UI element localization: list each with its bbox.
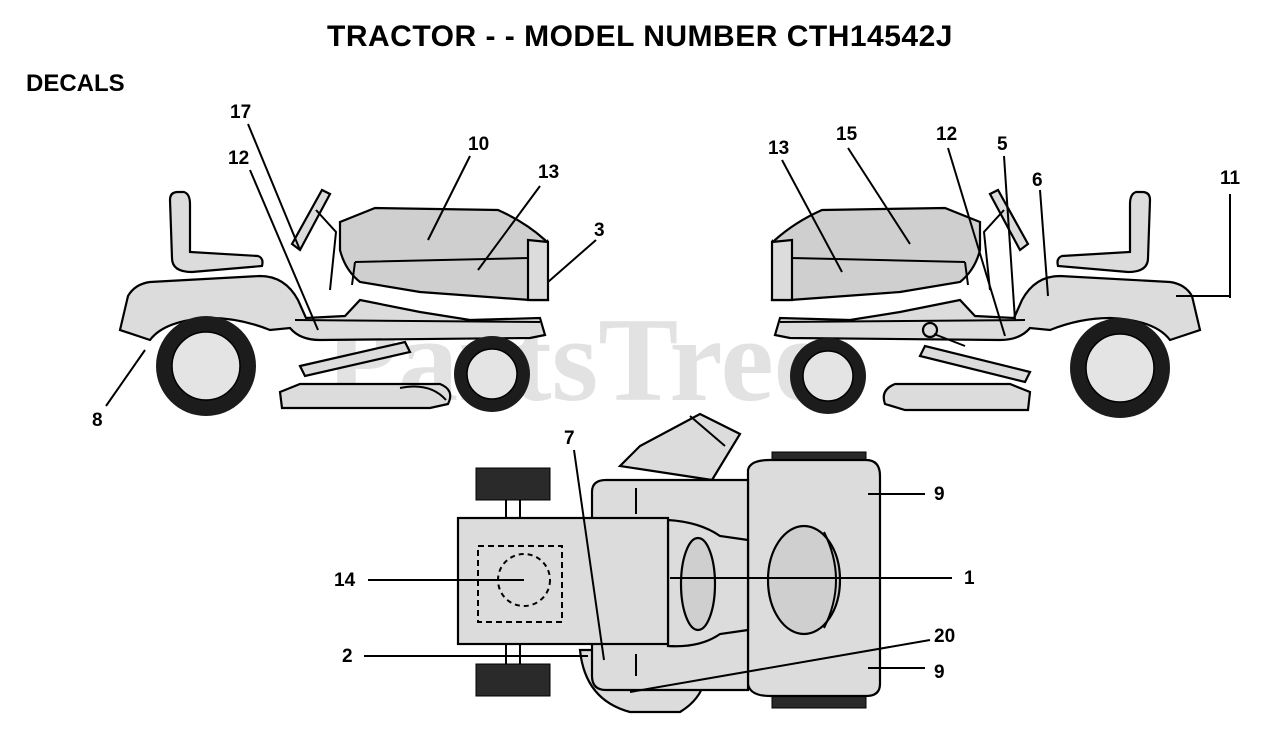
callout-11: 11 (1220, 168, 1241, 189)
callout-2: 2 (342, 646, 353, 667)
top-right-front-tire (771, 695, 867, 709)
left-side-tractor (118, 188, 550, 416)
callout-7: 7 (564, 428, 575, 449)
callout-14: 14 (334, 570, 356, 591)
right-seat (1056, 190, 1152, 274)
callout-12-right: 12 (936, 124, 957, 145)
callout-10: 10 (468, 134, 489, 155)
right-side-tractor (770, 188, 1202, 418)
top-view-tractor (456, 412, 882, 714)
callout-13-right: 13 (768, 138, 789, 159)
callout-8: 8 (92, 410, 103, 431)
callout-9-bottom: 9 (934, 662, 945, 683)
section-label: DECALS (26, 70, 125, 97)
top-hood-oval (766, 524, 842, 636)
callout-12: 12 (228, 148, 249, 169)
callout-9-top: 9 (934, 484, 945, 505)
right-hood (770, 206, 982, 302)
callout-3: 3 (594, 220, 605, 241)
left-seat (168, 190, 264, 274)
top-left-front-tire (475, 663, 551, 697)
callout-1: 1 (964, 568, 975, 589)
top-discharge-chute (617, 412, 742, 482)
right-rear-body (773, 274, 1202, 342)
callout-17: 17 (230, 102, 251, 123)
callout-15: 15 (836, 124, 858, 145)
callout-20: 20 (934, 626, 955, 647)
top-decal-outline (477, 545, 563, 623)
top-steering (679, 536, 717, 632)
callout-6: 6 (1032, 170, 1043, 191)
top-left-rear-tire (475, 467, 551, 501)
left-steering-wheel (290, 188, 332, 252)
left-mower-deck (278, 382, 452, 410)
callout-13: 13 (538, 162, 559, 183)
left-hood (338, 206, 550, 302)
diagram-title: TRACTOR - - MODEL NUMBER CTH14542J (327, 20, 953, 53)
callout-5: 5 (997, 134, 1008, 155)
right-mower-deck (882, 382, 1032, 412)
